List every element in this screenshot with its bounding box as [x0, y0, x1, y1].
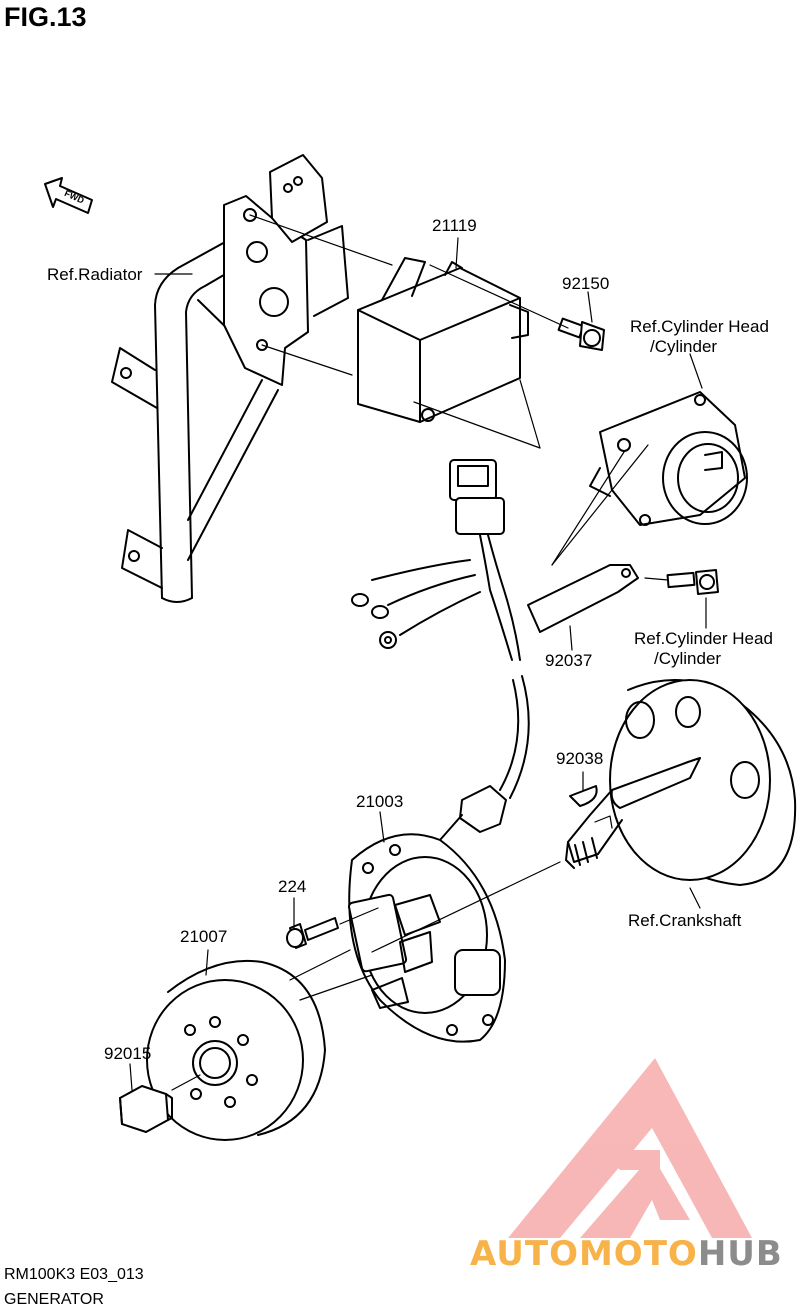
watermark-part-2: HUB — [697, 1234, 783, 1274]
bolt-92150 — [557, 317, 605, 351]
crankshaft — [371, 679, 797, 953]
label-ref-cylinder-1: /Cylinder — [650, 337, 718, 356]
radiator-bracket — [111, 154, 349, 603]
stator-assembly — [347, 833, 506, 1043]
pickup-lever — [527, 444, 649, 633]
label-92150: 92150 — [562, 274, 610, 293]
watermark-text: AUTOMOTOHUB — [470, 1234, 783, 1274]
watermark-part-1: AUTOMOTO — [470, 1234, 698, 1274]
section-name: GENERATOR — [4, 1291, 104, 1308]
label-ref-crankshaft: Ref.Crankshaft — [628, 911, 742, 930]
cdi-unit — [357, 257, 529, 423]
bolt-lever — [644, 569, 719, 595]
flywheel-rotor — [146, 949, 373, 1141]
figure-title: FIG.13 — [4, 2, 87, 32]
screw-224 — [286, 907, 379, 949]
watermark-logo-icon — [508, 1058, 752, 1238]
label-21003: 21003 — [356, 792, 404, 811]
label-92015: 92015 — [104, 1044, 152, 1063]
label-ref-cylinder-head-2: Ref.Cylinder Head — [634, 629, 773, 648]
label-21119: 21119 — [432, 216, 477, 235]
woodruff-key — [569, 785, 598, 807]
nut-92015 — [119, 1074, 201, 1133]
fwd-arrow-icon: FWD — [44, 177, 93, 214]
label-92038: 92038 — [556, 749, 604, 768]
cylinder-head-flange — [589, 391, 748, 526]
diagram-code: RM100K3 E03_013 — [4, 1266, 144, 1283]
label-224: 224 — [278, 877, 307, 896]
label-ref-cylinder-head-1: Ref.Cylinder Head — [630, 317, 769, 336]
label-21007: 21007 — [180, 927, 228, 946]
wire-harness — [351, 459, 530, 841]
label-ref-radiator: Ref.Radiator — [47, 265, 143, 284]
label-92037: 92037 — [545, 651, 593, 670]
label-ref-cylinder-2: /Cylinder — [654, 649, 722, 668]
